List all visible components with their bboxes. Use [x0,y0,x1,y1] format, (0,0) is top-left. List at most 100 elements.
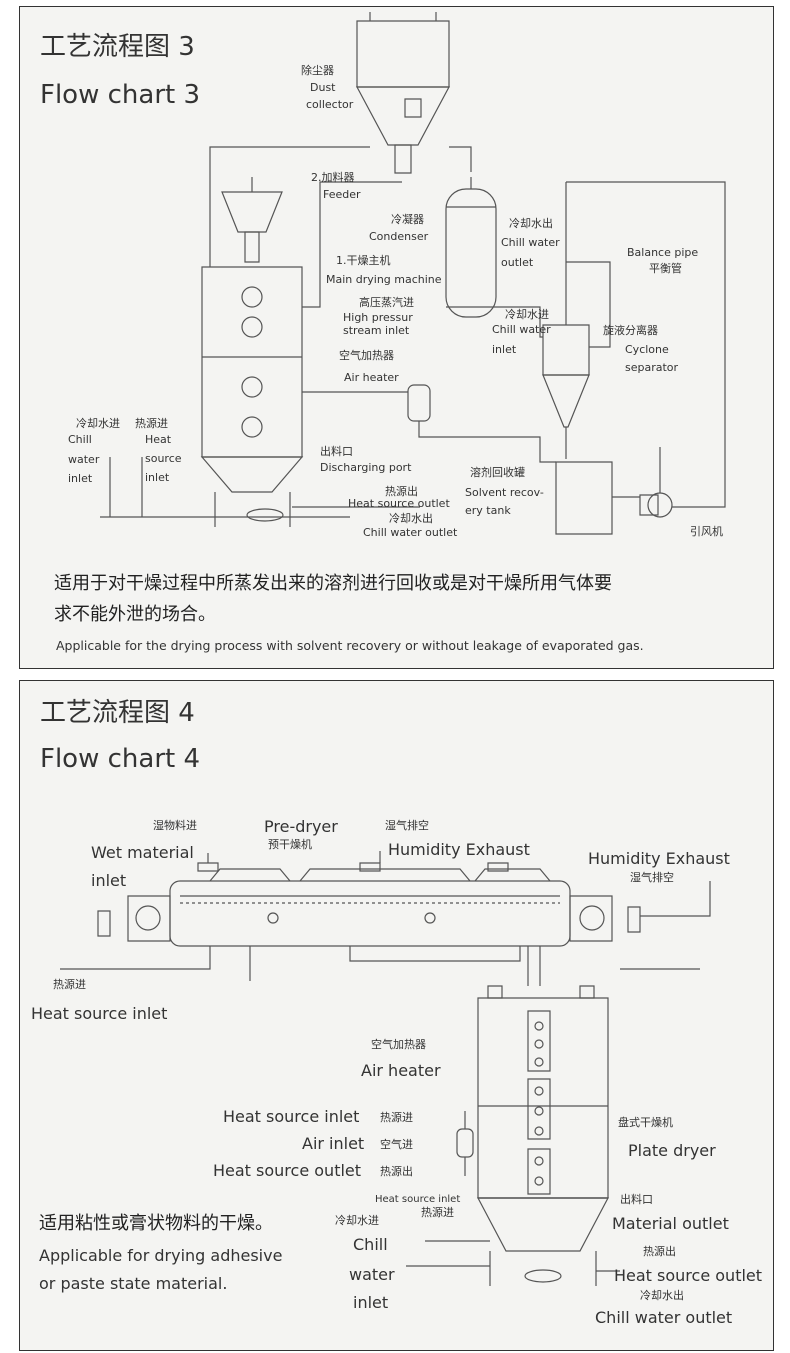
steam-inlet-label-en2: stream inlet [343,324,410,337]
left-chill-inlet-label-en2: water [68,453,100,466]
dust-collector-label-cn: 除尘器 [301,64,334,77]
air-heater-label-en: Air heater [344,371,399,384]
chill-water-inlet-label-cn: 冷却水进 [505,308,549,321]
left-heat-inlet-label-cn: 热源进 [135,417,168,430]
wet-material-inlet-label-en1: Wet material [91,843,194,862]
air-heater-label-en: Air heater [361,1061,441,1080]
cyclone-separator-shape [543,325,589,459]
plate-dryer-label-cn: 盘式干燥机 [618,1116,673,1129]
main-drying-machine-shape [202,267,302,527]
flow-chart-3-drawing [20,7,773,668]
flow-chart-4-panel: 工艺流程图 4 Flow chart 4 湿物料进 Wet material i… [19,680,774,1351]
cyclone-separator-label-cn: 旋液分离器 [603,324,658,337]
air-inlet-label-cn: 空气进 [380,1138,413,1151]
material-outlet-label-en: Material outlet [612,1214,729,1233]
heat-source-inlet-label-en: Heat source inlet [31,1004,168,1023]
wet-material-inlet-label-en2: inlet [91,871,127,890]
small-heat-source-inlet-label-cn: 热源进 [421,1206,454,1219]
heat-source-inlet-2-label-en: Heat source inlet [223,1107,360,1126]
solvent-tank-label-en2: ery tank [465,504,511,517]
description-en-line1: Applicable for drying adhesive [39,1246,283,1265]
humidity-exhaust-2-label-en: Humidity Exhaust [588,849,730,868]
description-cn-line2: 求不能外泄的场合。 [54,604,216,625]
air-heater-label-cn: 空气加热器 [371,1038,426,1051]
plate-dryer-shape [478,986,608,1286]
left-heat-inlet-label-en2: source [145,452,182,465]
chill-water-outlet2-label-en: Chill water outlet [363,526,458,539]
chill-water-outlet-label-en2: outlet [501,256,534,269]
chill-water-outlet-label-en1: Chill water [501,236,560,249]
left-heat-inlet-label-en3: inlet [145,471,170,484]
discharge-port-label-en: Discharging port [320,461,412,474]
pre-dryer-label-en: Pre-dryer [264,817,338,836]
heat-source-outlet-2-label-en: Heat source outlet [614,1266,763,1285]
small-heat-source-inlet-label-en: Heat source inlet [375,1194,461,1205]
main-drying-machine-label-en: Main drying machine [326,273,442,286]
chill-water-inlet-label-en1: Chill [353,1235,388,1254]
humidity-exhaust-1-label-cn: 湿气排空 [385,819,429,832]
air-heater-shape [408,385,430,421]
air-heater-label-cn: 空气加热器 [339,349,394,362]
air-inlet-label-en: Air inlet [302,1134,365,1153]
fan-label-cn: 引风机 [690,525,723,538]
title-cn: 工艺流程图 3 [40,32,195,62]
description-cn-line1: 适用于对干燥过程中所蒸发出来的溶剂进行回收或是对干燥所用气体要 [54,573,612,594]
chill-water-outlet-label-en: Chill water outlet [595,1308,733,1327]
title-en: Flow chart 3 [40,80,201,110]
chill-water-inlet-label-en1: Chill water [492,323,551,336]
heat-source-inlet-label-cn: 热源进 [53,978,86,991]
description-en: Applicable for the drying process with s… [56,638,644,653]
solvent-tank-label-en1: Solvent recov- [465,486,544,499]
cyclone-separator-label-en1: Cyclone [625,343,669,356]
induced-fan-shape [640,493,672,517]
flow-chart-4-drawing [20,681,773,1350]
main-drying-machine-label-cn: 1.干燥主机 [336,254,391,267]
chill-water-outlet2-label-cn: 冷却水出 [389,512,433,525]
cyclone-separator-label-en2: separator [625,361,679,374]
steam-inlet-label-en1: High pressur [343,311,413,324]
dust-collector-shape [357,12,449,173]
solvent-tank-shape [556,462,612,534]
heat-source-inlet-2-label-cn: 热源进 [380,1111,413,1124]
humidity-exhaust-2-label-cn: 湿气排空 [630,871,674,884]
discharge-port-label-cn: 出料口 [320,445,353,458]
condenser-label-cn: 冷凝器 [391,213,424,226]
chill-water-inlet-label-cn: 冷却水进 [335,1214,379,1227]
feeder-label-cn: 2.加料器 [311,171,355,184]
chill-water-inlet-label-en2: inlet [492,343,517,356]
condenser-label-en: Condenser [369,230,429,243]
heat-source-outlet-label-en: Heat source outlet [348,497,450,510]
dust-collector-label-en1: Dust [310,81,336,94]
piping-lines [100,147,725,517]
left-chill-inlet-label-en1: Chill [68,433,92,446]
chill-water-inlet-label-en2: water [349,1265,395,1284]
balance-pipe-label-en: Balance pipe [627,246,699,259]
dust-collector-label-en2: collector [306,98,354,111]
air-heater-shape [457,1129,473,1157]
pre-dryer-shape [98,863,640,946]
left-chill-inlet-label-en3: inlet [68,472,93,485]
left-chill-inlet-label-cn: 冷却水进 [76,417,120,430]
humidity-exhaust-1-label-en: Humidity Exhaust [388,840,530,859]
heat-source-outlet-label-cn: 热源出 [380,1165,413,1178]
title-en: Flow chart 4 [40,744,201,774]
flow-chart-3-panel: 工艺流程图 3 Flow chart 3 除尘器 Dust collector … [19,6,774,669]
solvent-tank-label-cn: 溶剂回收罐 [470,466,525,479]
description-cn: 适用粘性或膏状物料的干燥。 [39,1213,273,1234]
description-en-line2: or paste state material. [39,1274,228,1293]
feeder-shape [222,177,282,262]
steam-inlet-label-cn: 高压蒸汽进 [359,296,414,309]
pre-dryer-label-cn: 预干燥机 [268,838,312,851]
piping-lines [60,851,710,1271]
material-outlet-label-cn: 出料口 [620,1193,653,1206]
wet-material-inlet-label-cn: 湿物料进 [153,819,197,832]
chill-water-outlet-label-cn: 冷却水出 [640,1289,684,1302]
heat-source-outlet-2-label-cn: 热源出 [643,1245,676,1258]
heat-source-outlet-label-en: Heat source outlet [213,1161,362,1180]
feeder-label-en: Feeder [323,188,361,201]
condenser-shape [446,177,496,317]
heat-source-outlet-label-cn: 热源出 [385,485,418,498]
chill-water-outlet-label-cn: 冷却水出 [509,217,553,230]
left-heat-inlet-label-en1: Heat [145,433,172,446]
chill-water-inlet-label-en3: inlet [353,1293,389,1312]
